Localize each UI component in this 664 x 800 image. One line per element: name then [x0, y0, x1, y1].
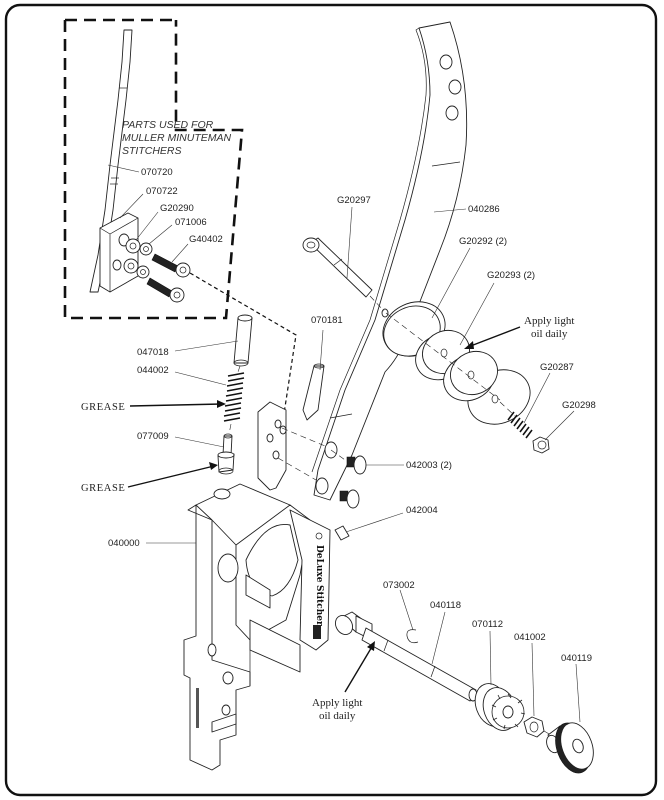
- label-G20298: G20298: [562, 400, 596, 411]
- note-grease-upper: GREASE: [81, 400, 226, 413]
- part-G20298-nut: G20298: [532, 400, 596, 454]
- note-grease-lower: GREASE: [81, 462, 218, 494]
- label-073002: 073002: [383, 580, 415, 591]
- part-070720-rod: [89, 29, 133, 293]
- label-041002: 041002: [514, 632, 546, 643]
- label-070722: 070722: [146, 186, 178, 197]
- brand-side-plate: [289, 509, 331, 651]
- label-G20293: G20293 (2): [487, 270, 535, 281]
- inset-connection-line: [189, 272, 297, 441]
- label-G20292: G20292 (2): [459, 236, 507, 247]
- part-042004-stud: 042004: [334, 505, 438, 541]
- inset-muller-minuteman: PARTS USED FOR MULLER MINUTEMAN STITCHER…: [63, 18, 297, 441]
- inset-title-line-3: STITCHERS: [122, 145, 182, 157]
- label-077009: 077009: [137, 431, 169, 442]
- note-oil-upper-line-1: Apply light: [524, 315, 574, 327]
- note-oil-lower-line-2: oil daily: [319, 710, 356, 722]
- part-G20293-rollers: G20293 (2): [385, 270, 535, 402]
- label-042003: 042003 (2): [406, 460, 452, 471]
- diagram-frame: [4, 3, 658, 797]
- part-070181-pin: 070181: [302, 315, 343, 421]
- brand-text-deluxe: DeLuxe: [314, 545, 324, 583]
- label-047018: 047018: [137, 347, 169, 358]
- label-044002: 044002: [137, 365, 169, 376]
- note-oil-upper: Apply light oil daily: [464, 315, 574, 349]
- label-040286: 040286: [468, 204, 500, 215]
- part-040000-head-body: DeLuxe Stitcher 040000: [108, 401, 331, 771]
- note-oil-upper-line-2: oil daily: [531, 328, 568, 340]
- label-040119: 040119: [561, 653, 592, 664]
- part-073002-eclip: 073002: [383, 580, 419, 644]
- label-G40402: G40402: [189, 234, 223, 245]
- label-071006: 071006: [175, 217, 207, 228]
- part-G20290-washers: [123, 238, 141, 274]
- label-G20297: G20297: [337, 195, 371, 206]
- label-070181: 070181: [311, 315, 343, 326]
- brand-badge: [313, 625, 321, 639]
- part-042003-screws: 042003 (2): [330, 449, 452, 509]
- note-oil-lower-line-1: Apply light: [312, 697, 362, 709]
- part-G20297-bolt: G20297: [302, 195, 385, 312]
- inset-title-line-2: MULLER MINUTEMAN: [122, 132, 232, 144]
- part-G20287-spring: G20287: [499, 362, 574, 439]
- note-oil-lower: Apply light oil daily: [312, 641, 375, 722]
- label-040000: 040000: [108, 538, 140, 549]
- part-070112-gear: 070112: [472, 619, 526, 731]
- part-040286-lever-arm: 040286: [311, 21, 500, 501]
- label-070720: 070720: [141, 167, 173, 178]
- part-040119-knob: 040119: [546, 653, 594, 774]
- label-G20287: G20287: [540, 362, 574, 373]
- part-047018-sleeve: 047018: [137, 314, 253, 373]
- inset-dashed-border: [63, 18, 244, 320]
- inset-title-line-1: PARTS USED FOR: [122, 119, 214, 131]
- part-077009-plunger: 077009: [137, 431, 235, 475]
- brand-text-stitcher: Stitcher: [314, 585, 324, 626]
- label-040118: 040118: [430, 600, 461, 611]
- note-grease-lower-text: GREASE: [81, 483, 125, 494]
- label-G20290: G20290: [160, 203, 194, 214]
- note-grease-upper-text: GREASE: [81, 402, 125, 413]
- part-G40402-screws: [146, 253, 191, 303]
- part-071006-washers: [136, 242, 153, 279]
- part-040118-shaft: 040118: [335, 600, 491, 703]
- label-042004: 042004: [406, 505, 438, 516]
- serial-stamp: [196, 688, 199, 728]
- part-044002-spring: 044002: [137, 365, 245, 435]
- label-070112: 070112: [472, 619, 503, 630]
